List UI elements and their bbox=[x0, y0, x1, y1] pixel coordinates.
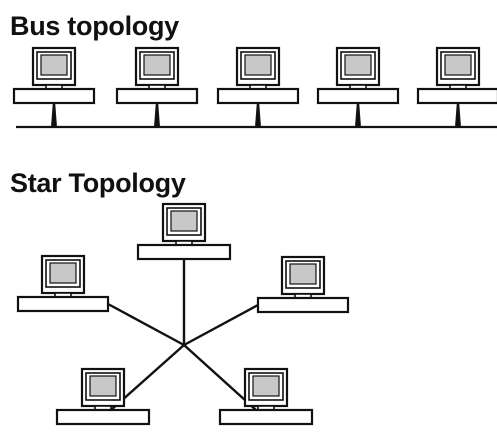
star-computer-4-icon bbox=[55, 367, 151, 426]
monitor-screen bbox=[289, 263, 317, 285]
bus-drop-cable bbox=[255, 103, 261, 127]
system-unit bbox=[16, 295, 110, 313]
bus-drop-cable bbox=[154, 103, 160, 127]
system-unit bbox=[256, 296, 350, 314]
bus-computer-5-icon bbox=[416, 46, 497, 105]
star-hub-point bbox=[182, 343, 186, 347]
monitor-screen bbox=[444, 54, 472, 76]
system-unit bbox=[12, 87, 96, 105]
monitor-screen bbox=[143, 54, 171, 76]
star-topology-diagram bbox=[16, 202, 350, 426]
monitor-screen bbox=[89, 375, 117, 397]
system-unit bbox=[136, 243, 232, 261]
star-cables bbox=[106, 257, 260, 412]
monitor-screen bbox=[252, 375, 280, 397]
bus-computer-1-icon bbox=[12, 46, 96, 105]
monitor-screen bbox=[170, 210, 198, 232]
star-cable-3 bbox=[182, 303, 260, 347]
system-unit bbox=[115, 87, 199, 105]
system-unit bbox=[416, 87, 497, 105]
monitor-screen bbox=[344, 54, 372, 76]
monitor-screen bbox=[244, 54, 272, 76]
bus-drop-cable bbox=[355, 103, 361, 127]
bus-computer-2-icon bbox=[115, 46, 199, 105]
star-computer-3-icon bbox=[256, 255, 350, 314]
bus-drop-cable bbox=[51, 103, 57, 127]
bus-topology-title: Bus topology bbox=[10, 11, 179, 41]
monitor-screen bbox=[49, 262, 77, 284]
system-unit bbox=[55, 408, 151, 426]
system-unit bbox=[216, 87, 300, 105]
system-unit bbox=[316, 87, 400, 105]
bus-computer-3-icon bbox=[216, 46, 300, 105]
star-computer-1-icon bbox=[136, 202, 232, 261]
bus-drop-cable bbox=[455, 103, 461, 127]
bus-topology-diagram bbox=[12, 46, 497, 129]
star-computer-2-icon bbox=[16, 254, 110, 313]
star-computer-5-icon bbox=[218, 367, 314, 426]
system-unit bbox=[218, 408, 314, 426]
star-cable-2 bbox=[106, 302, 186, 347]
monitor-screen bbox=[40, 54, 68, 76]
star-topology-title: Star Topology bbox=[10, 168, 186, 198]
bus-computer-4-icon bbox=[316, 46, 400, 105]
